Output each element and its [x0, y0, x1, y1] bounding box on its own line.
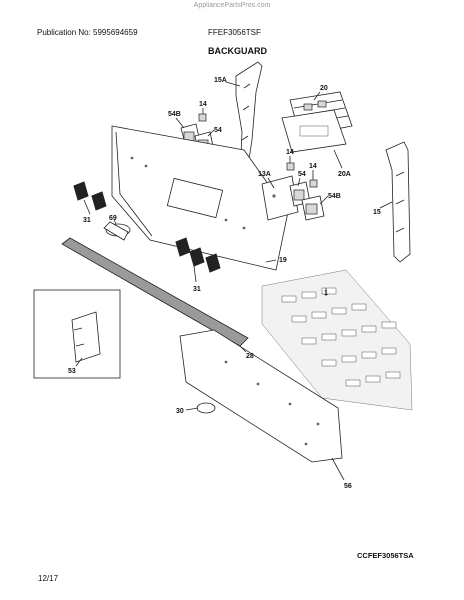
callout-54-top: 54 — [214, 127, 222, 134]
callout-19: 19 — [279, 257, 287, 264]
callout-54-mid: 54 — [298, 171, 306, 178]
lower-shield-56[interactable] — [179, 329, 343, 463]
publication-number: Publication No: 5995694659 — [37, 28, 138, 37]
callout-31-left: 31 — [83, 217, 91, 224]
watermark: AppliancePartsPros.com — [193, 2, 271, 9]
callout-labels: 15A 14 54B 54 20 20A 14 14 13A 54 54B 15… — [68, 77, 381, 490]
clip-14-mid-a[interactable] — [286, 162, 295, 171]
trim-strip-28[interactable] — [61, 237, 249, 347]
backguard-panel[interactable] — [111, 125, 289, 271]
clip-14-mid-b[interactable] — [309, 179, 318, 188]
lamp-socket-69[interactable] — [103, 221, 131, 241]
bracket-13a[interactable] — [261, 175, 299, 221]
callout-30: 30 — [176, 408, 184, 415]
callout-14-mid-b: 14 — [309, 163, 317, 170]
diagram-title: BACKGUARD — [208, 46, 267, 56]
callout-13a: 13A — [258, 171, 271, 178]
callout-15: 15 — [373, 209, 381, 216]
callout-15a: 15A — [214, 77, 227, 84]
control-overlay-20a[interactable] — [281, 109, 347, 153]
callout-54b-mid: 54B — [328, 193, 341, 200]
callout-56: 56 — [344, 483, 352, 490]
callout-53: 53 — [68, 368, 76, 375]
model-number: FFEF3056TSF — [208, 28, 261, 37]
callout-20a: 20A — [338, 171, 351, 178]
rear-panel-1[interactable] — [261, 269, 413, 411]
callout-54b-top: 54B — [168, 111, 181, 118]
switch-54b-mid[interactable] — [301, 195, 325, 221]
callout-28: 28 — [246, 353, 254, 360]
callout-20: 20 — [320, 85, 328, 92]
end-bracket-15[interactable] — [385, 141, 411, 263]
knob-31-left-a[interactable] — [73, 181, 89, 201]
callout-1: 1 — [324, 290, 328, 297]
knob-31-mid-b[interactable] — [189, 247, 205, 267]
inset-box-53 — [33, 289, 121, 379]
callout-14-mid-a: 14 — [286, 149, 294, 156]
reference-code: CCFEF3056TSA — [357, 551, 414, 560]
page-number: 12/17 — [38, 574, 59, 583]
cap-30[interactable] — [196, 402, 216, 414]
knob-31-left-b[interactable] — [91, 191, 107, 211]
bracket-53[interactable] — [71, 311, 101, 363]
leader-lines — [75, 81, 393, 481]
callout-69: 69 — [109, 215, 117, 222]
callout-14-top: 14 — [199, 101, 207, 108]
callout-31-mid: 31 — [193, 286, 201, 293]
clip-14-top[interactable] — [198, 113, 207, 122]
knob-31-mid-c[interactable] — [205, 253, 221, 273]
